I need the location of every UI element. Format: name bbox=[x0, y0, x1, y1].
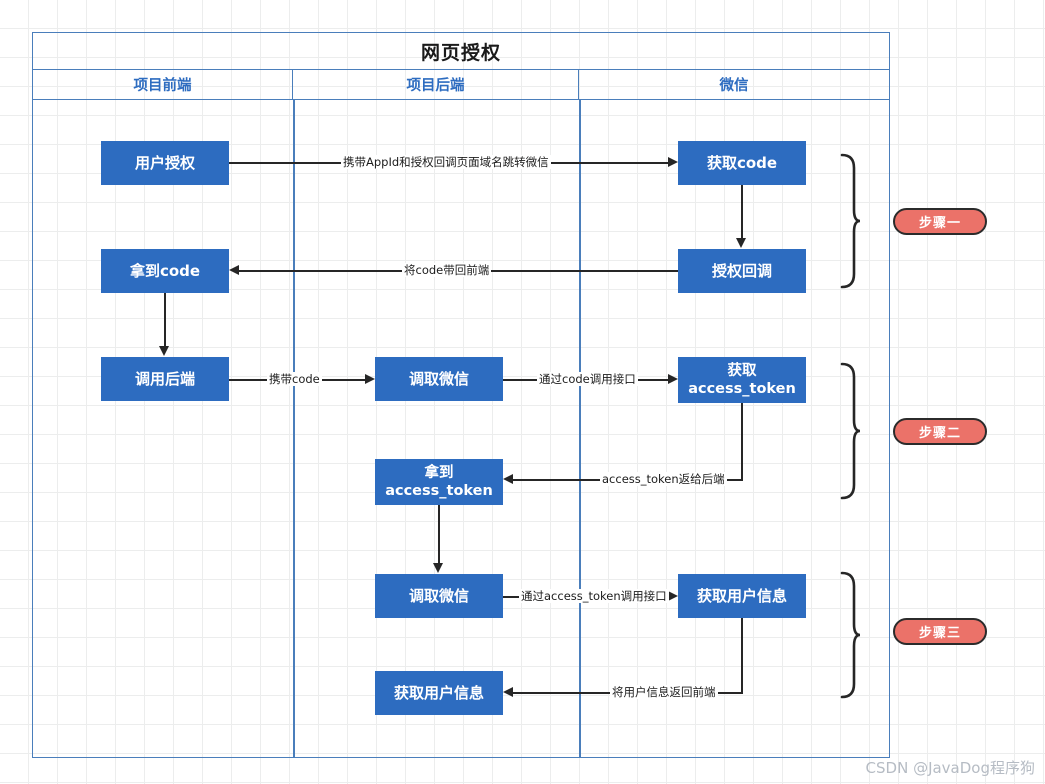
lane-header-backend-label: 项目后端 bbox=[406, 78, 465, 94]
edge-8-arrowhead bbox=[433, 563, 443, 573]
edge-10-label: 将用户信息返回前端 bbox=[610, 685, 718, 699]
brace-step-2 bbox=[836, 361, 866, 501]
node-invoke-wechat-1-label: 调取微信 bbox=[408, 369, 469, 388]
node-auth-callback[interactable]: 授权回调 bbox=[678, 249, 806, 293]
edge-7-vline bbox=[741, 403, 743, 480]
edge-9-label: 通过access_token调用接口 bbox=[519, 589, 669, 603]
node-receive-access-token[interactable]: 拿到 access_token bbox=[375, 459, 503, 505]
lane-header-frontend: 项目前端 bbox=[33, 70, 293, 99]
node-get-user-info-wechat-label: 获取用户信息 bbox=[696, 586, 787, 605]
node-get-code[interactable]: 获取code bbox=[678, 141, 806, 185]
brace-step-3 bbox=[836, 570, 866, 700]
edge-4-arrowhead bbox=[159, 346, 169, 356]
node-get-code-label: 获取code bbox=[706, 153, 778, 172]
step-badge-1-label: 步骤一 bbox=[918, 216, 961, 231]
step-badge-3-label: 步骤三 bbox=[918, 626, 961, 641]
node-invoke-wechat-2-label: 调取微信 bbox=[408, 586, 469, 605]
step-badge-1[interactable]: 步骤一 bbox=[893, 208, 987, 235]
lane-header-row: 项目前端 项目后端 微信 bbox=[33, 70, 889, 100]
edge-6-arrowhead bbox=[668, 374, 678, 384]
edge-9-arrowhead bbox=[668, 591, 678, 601]
node-receive-code-label: 拿到code bbox=[129, 261, 201, 280]
edge-5-arrowhead bbox=[365, 374, 375, 384]
edge-3-label: 将code带回前端 bbox=[402, 263, 492, 277]
edge-7-arrowhead bbox=[503, 474, 513, 484]
diagram-title-row: 网页授权 bbox=[33, 33, 889, 70]
edge-2-arrowhead bbox=[736, 238, 746, 248]
edge-4-line bbox=[164, 293, 166, 347]
edge-1-arrowhead bbox=[668, 157, 678, 167]
node-call-backend-label: 调用后端 bbox=[134, 369, 195, 388]
lane-header-wechat: 微信 bbox=[579, 70, 889, 99]
lane-header-wechat-label: 微信 bbox=[719, 78, 749, 94]
lane-header-frontend-label: 项目前端 bbox=[133, 78, 192, 94]
lane-divider-1 bbox=[293, 100, 295, 757]
edge-5-label: 携带code bbox=[267, 372, 322, 386]
node-invoke-wechat-1[interactable]: 调取微信 bbox=[375, 357, 503, 401]
node-auth-callback-label: 授权回调 bbox=[711, 261, 772, 280]
edge-6-label: 通过code调用接口 bbox=[537, 372, 638, 386]
node-invoke-wechat-2[interactable]: 调取微信 bbox=[375, 574, 503, 618]
edge-3-arrowhead bbox=[229, 265, 239, 275]
node-get-user-info-backend[interactable]: 获取用户信息 bbox=[375, 671, 503, 715]
lane-header-backend: 项目后端 bbox=[293, 70, 579, 99]
step-badge-2[interactable]: 步骤二 bbox=[893, 418, 987, 445]
brace-step-1 bbox=[836, 152, 866, 290]
node-get-user-info-wechat[interactable]: 获取用户信息 bbox=[678, 574, 806, 618]
edge-1-label: 携带AppId和授权回调页面域名跳转微信 bbox=[341, 155, 551, 169]
node-user-authorize[interactable]: 用户授权 bbox=[101, 141, 229, 185]
step-badge-3[interactable]: 步骤三 bbox=[893, 618, 987, 645]
diagram-frame: 网页授权 项目前端 项目后端 微信 bbox=[32, 32, 890, 758]
node-receive-code[interactable]: 拿到code bbox=[101, 249, 229, 293]
node-receive-access-token-line1: 拿到 bbox=[424, 464, 454, 481]
step-badge-2-label: 步骤二 bbox=[918, 426, 961, 441]
edge-8-line bbox=[438, 505, 440, 564]
edge-10-vline bbox=[741, 618, 743, 693]
node-receive-access-token-line2: access_token bbox=[385, 483, 493, 499]
page-title: 网页授权 bbox=[420, 41, 501, 64]
node-user-authorize-label: 用户授权 bbox=[134, 153, 195, 172]
node-get-user-info-backend-label: 获取用户信息 bbox=[393, 683, 484, 702]
lane-divider-2 bbox=[579, 100, 581, 757]
node-get-access-token[interactable]: 获取 access_token bbox=[678, 357, 806, 403]
watermark: CSDN @JavaDog程序狗 bbox=[865, 759, 1035, 777]
edge-2-line bbox=[741, 185, 743, 239]
edge-7-label: access_token返给后端 bbox=[600, 472, 727, 486]
node-get-access-token-line2: access_token bbox=[688, 381, 796, 397]
edge-10-arrowhead bbox=[503, 687, 513, 697]
node-call-backend[interactable]: 调用后端 bbox=[101, 357, 229, 401]
node-get-access-token-line1: 获取 bbox=[727, 362, 757, 379]
